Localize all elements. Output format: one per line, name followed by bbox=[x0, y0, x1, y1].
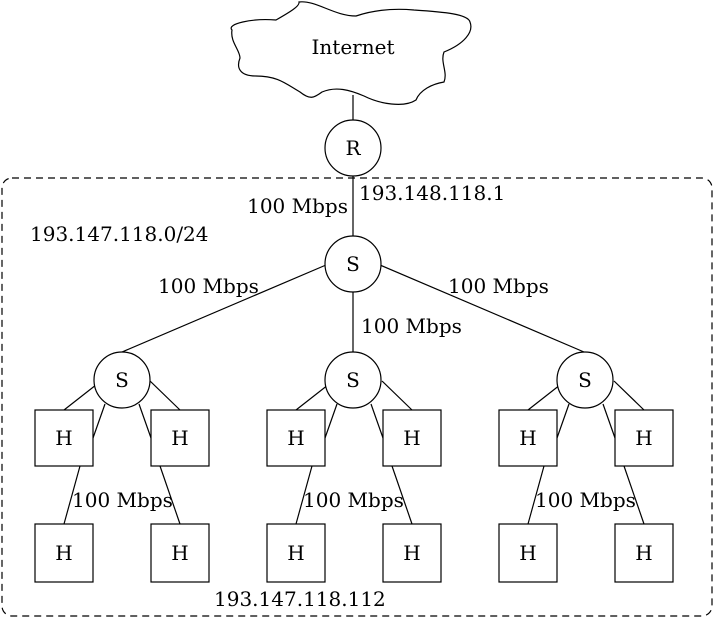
link-left-h2 bbox=[149, 380, 181, 411]
switch-icon bbox=[556, 351, 614, 409]
host-label: H bbox=[519, 541, 536, 565]
label-router-core: 100 Mbps bbox=[247, 194, 348, 218]
host-box bbox=[498, 523, 558, 583]
host: H bbox=[614, 409, 674, 467]
router-label: R bbox=[345, 136, 361, 160]
host-box bbox=[614, 523, 674, 583]
host-box bbox=[150, 523, 210, 583]
link-middle-h1-h3 bbox=[295, 465, 313, 525]
host: H bbox=[150, 523, 210, 583]
host-label: H bbox=[403, 541, 420, 565]
host-box bbox=[382, 409, 442, 467]
link-core-left bbox=[121, 264, 327, 353]
link-left-h1-b bbox=[92, 403, 106, 439]
host: H bbox=[34, 523, 94, 583]
link-labels: 100 Mbps 100 Mbps 100 Mbps 100 Mbps 100 … bbox=[72, 194, 636, 512]
host-label: H bbox=[55, 541, 72, 565]
link-middle-h1-b bbox=[324, 403, 338, 439]
host: H bbox=[34, 409, 94, 467]
switch-label: S bbox=[115, 368, 129, 392]
host: H bbox=[498, 409, 558, 467]
host-box bbox=[266, 409, 326, 467]
host-label: H bbox=[171, 541, 188, 565]
lan-boundary bbox=[1, 177, 713, 617]
router-icon bbox=[324, 119, 382, 177]
host-label: H bbox=[635, 426, 652, 450]
label-core-left: 100 Mbps bbox=[158, 274, 259, 298]
label-left-hosts: 100 Mbps bbox=[72, 488, 173, 512]
host-box bbox=[614, 409, 674, 467]
host: H bbox=[266, 523, 326, 583]
link-left-h2-b bbox=[138, 403, 152, 439]
switch-icon bbox=[324, 235, 382, 293]
link-core-right bbox=[379, 264, 585, 353]
host: H bbox=[150, 409, 210, 467]
link-left-h1-h3 bbox=[63, 465, 81, 525]
link-right-h2 bbox=[613, 380, 645, 411]
host-label: H bbox=[519, 426, 536, 450]
host-label: H bbox=[403, 426, 420, 450]
label-core-middle: 100 Mbps bbox=[361, 314, 462, 338]
switch-core: S bbox=[324, 235, 382, 293]
internet-cloud: Internet bbox=[230, 1, 472, 105]
label-right-hosts: 100 Mbps bbox=[535, 488, 636, 512]
link-left-h2-h4 bbox=[159, 465, 181, 525]
host: H bbox=[382, 523, 442, 583]
link-middle-h2 bbox=[381, 380, 413, 411]
host-label: H bbox=[635, 541, 652, 565]
link-right-h2-h4 bbox=[623, 465, 645, 525]
host: H bbox=[498, 523, 558, 583]
switch-left: S bbox=[93, 351, 151, 409]
host-label: H bbox=[55, 426, 72, 450]
host: H bbox=[382, 409, 442, 467]
router: R bbox=[324, 119, 382, 177]
subnet-address: 193.147.118.0/24 bbox=[30, 222, 209, 246]
switch-label: S bbox=[346, 368, 360, 392]
host-box bbox=[150, 409, 210, 467]
host-box bbox=[382, 523, 442, 583]
host-label: H bbox=[287, 541, 304, 565]
host-box bbox=[34, 409, 94, 467]
switch-right: S bbox=[556, 351, 614, 409]
label-core-right: 100 Mbps bbox=[448, 274, 549, 298]
internet-label: Internet bbox=[312, 35, 395, 59]
link-middle-h2-h4 bbox=[391, 465, 413, 525]
host-label: H bbox=[171, 426, 188, 450]
switch-middle: S bbox=[324, 351, 382, 409]
host-label: H bbox=[287, 426, 304, 450]
host: H bbox=[614, 523, 674, 583]
switch-label: S bbox=[578, 368, 592, 392]
switch-icon bbox=[324, 351, 382, 409]
host-row-upper: H H H H H H bbox=[34, 409, 674, 467]
link-right-h1-b bbox=[556, 403, 570, 439]
link-right-h1-h3 bbox=[527, 465, 545, 525]
host-box bbox=[498, 409, 558, 467]
cloud-icon bbox=[230, 1, 472, 105]
host-row-lower: H H H H H H bbox=[34, 523, 674, 583]
label-middle-hosts: 100 Mbps bbox=[303, 488, 404, 512]
switch-label: S bbox=[346, 252, 360, 276]
host-ip: 193.147.118.112 bbox=[214, 587, 386, 611]
host-box bbox=[266, 523, 326, 583]
link-middle-h2-b bbox=[370, 403, 384, 439]
link-right-h2-b bbox=[602, 403, 616, 439]
router-ip: 193.148.118.1 bbox=[359, 181, 505, 205]
addresses: 193.148.118.1 193.147.118.0/24 193.147.1… bbox=[30, 181, 505, 611]
links bbox=[63, 95, 645, 525]
host: H bbox=[266, 409, 326, 467]
host-box bbox=[34, 523, 94, 583]
switch-icon bbox=[93, 351, 151, 409]
